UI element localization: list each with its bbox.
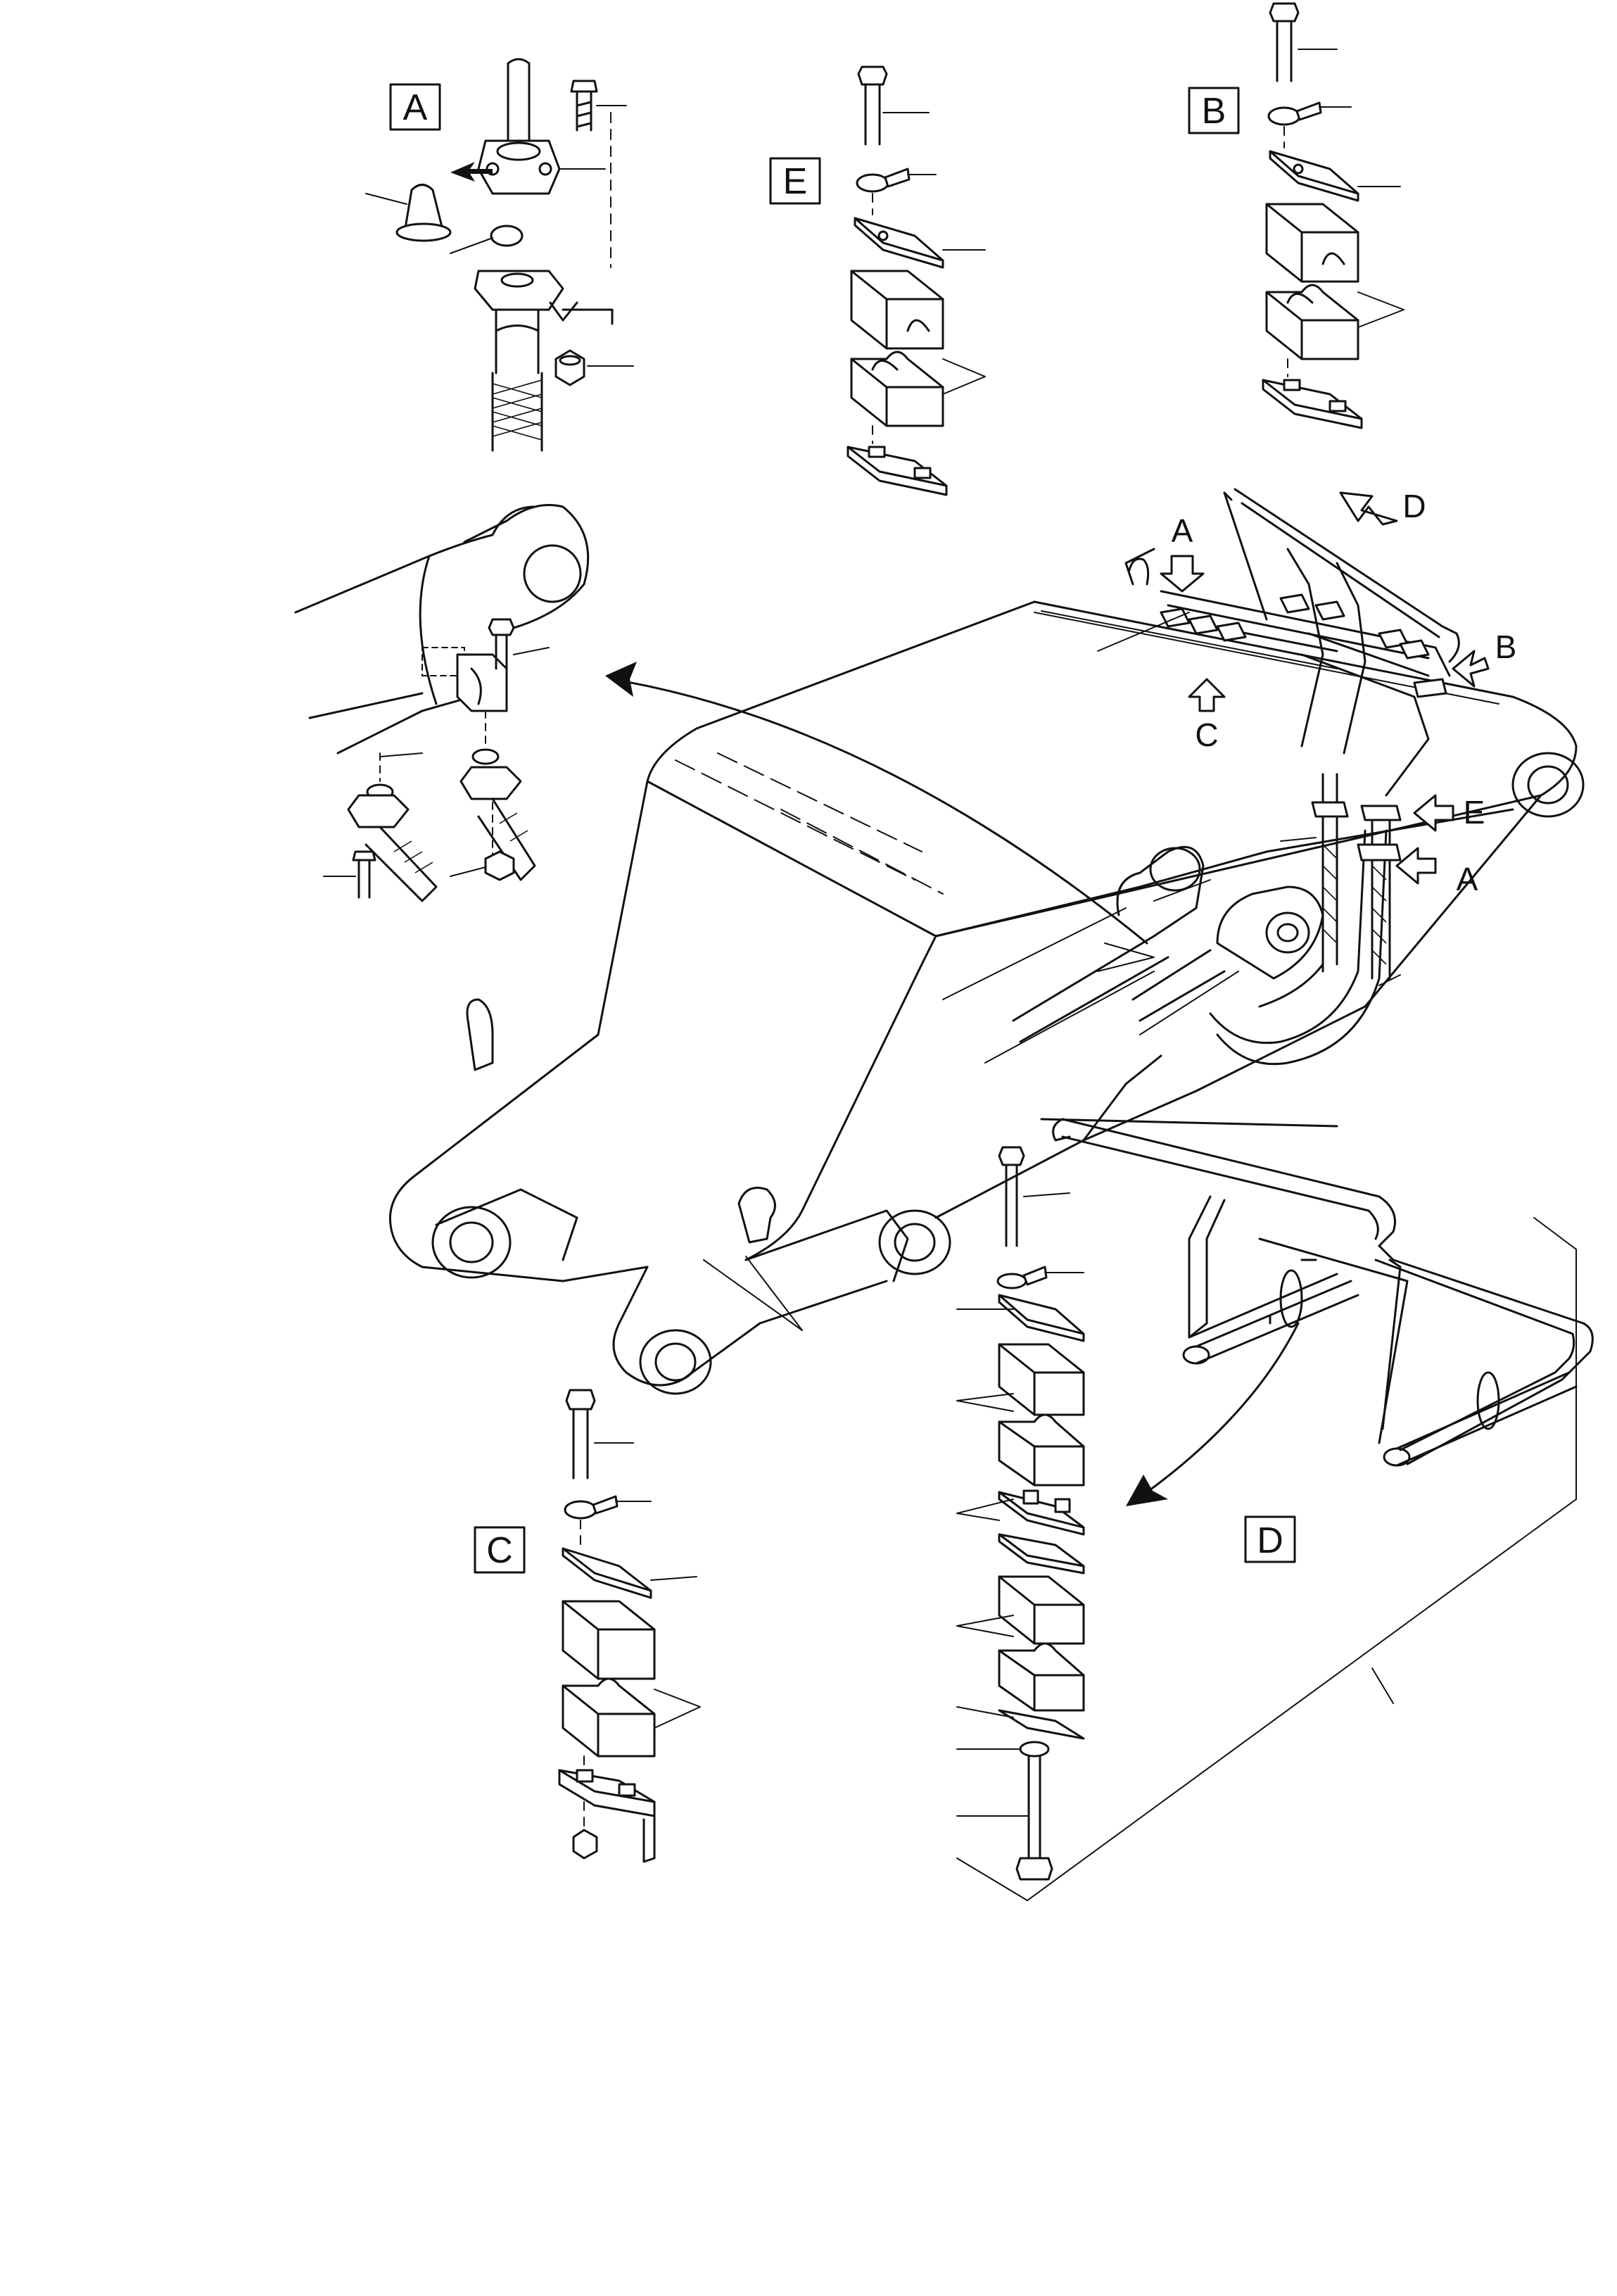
detail-e-label: E xyxy=(783,161,808,202)
detail-a-flange-assembly: A xyxy=(365,58,634,452)
detail-e-label-box xyxy=(769,157,821,205)
callout-arrow-cylinder xyxy=(611,678,1148,945)
detail-d-tube-rack: D xyxy=(956,1118,1594,1902)
direction-arrows: A D B C E A xyxy=(1160,488,1517,897)
detail-b-clamp-assembly: B xyxy=(1188,2,1404,429)
detail-d-label-box xyxy=(1244,1515,1296,1563)
detail-b-label: B xyxy=(1202,91,1226,132)
detail-cylinder-end-clamp xyxy=(294,504,590,902)
arrow-label-e: E xyxy=(1464,794,1485,831)
detail-c-clamp-assembly: C xyxy=(474,1389,701,1863)
arrow-label-d: D xyxy=(1402,488,1426,524)
detail-a-label: A xyxy=(403,87,428,128)
arrow-label-c: C xyxy=(1195,717,1218,753)
detail-b-label-box xyxy=(1188,87,1240,134)
arrow-label-a-top: A xyxy=(1172,512,1193,549)
detail-a-label-box xyxy=(389,83,441,131)
boom-structure xyxy=(388,488,1585,1395)
detail-c-label: C xyxy=(486,1530,513,1571)
detail-d-label: D xyxy=(1257,1520,1283,1561)
detail-e-clamp-assembly: E xyxy=(769,65,986,496)
arrow-label-a-side: A xyxy=(1457,861,1478,897)
arrow-label-b: B xyxy=(1495,629,1517,665)
detail-c-label-box xyxy=(474,1526,526,1574)
